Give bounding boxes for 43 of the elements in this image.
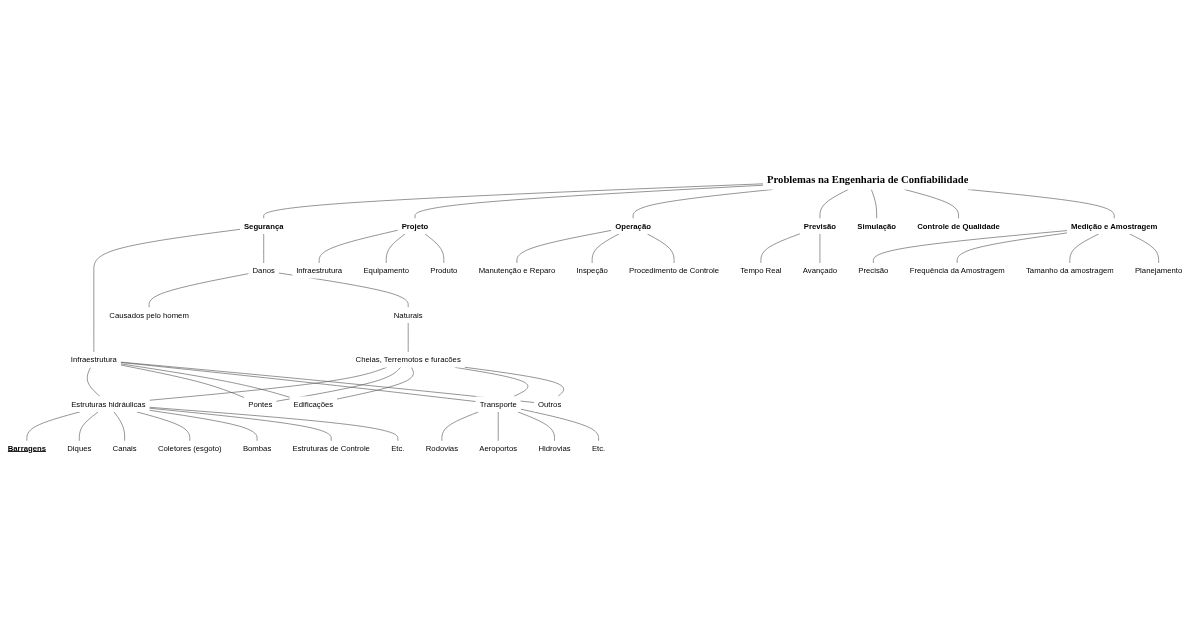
connector [441,411,479,442]
connector [1069,233,1100,264]
connector [136,411,191,442]
connector [86,367,101,397]
connector [149,367,387,401]
connector [760,233,801,264]
connector [516,230,612,264]
connector [819,189,849,219]
connector [120,361,535,403]
connector [26,411,81,442]
connector [93,229,241,353]
node-text: Problemas na Engenharia de Confiabilidade [767,173,969,186]
connector [113,411,125,442]
connector [647,233,675,264]
connector [263,183,764,219]
connector [148,273,249,308]
connector [120,363,291,398]
connector [904,189,959,219]
connector [149,409,258,442]
connector [318,229,399,264]
connector [956,232,1068,264]
connector [632,189,773,219]
connector [79,411,99,442]
connector [414,184,764,219]
connector [1129,233,1159,264]
connector [263,233,265,264]
connector [385,233,406,264]
connector [149,406,399,442]
connector [275,367,401,402]
connector [120,364,245,398]
connector [278,272,409,308]
connector [871,189,877,219]
connector [517,411,555,442]
connector [149,407,332,442]
connector [464,366,564,397]
connector [454,367,529,397]
connector [967,189,1115,219]
connector [120,362,477,402]
connector [520,408,599,442]
connector [424,233,445,264]
connector [591,233,620,264]
connector [873,230,1068,264]
connector [336,367,414,400]
